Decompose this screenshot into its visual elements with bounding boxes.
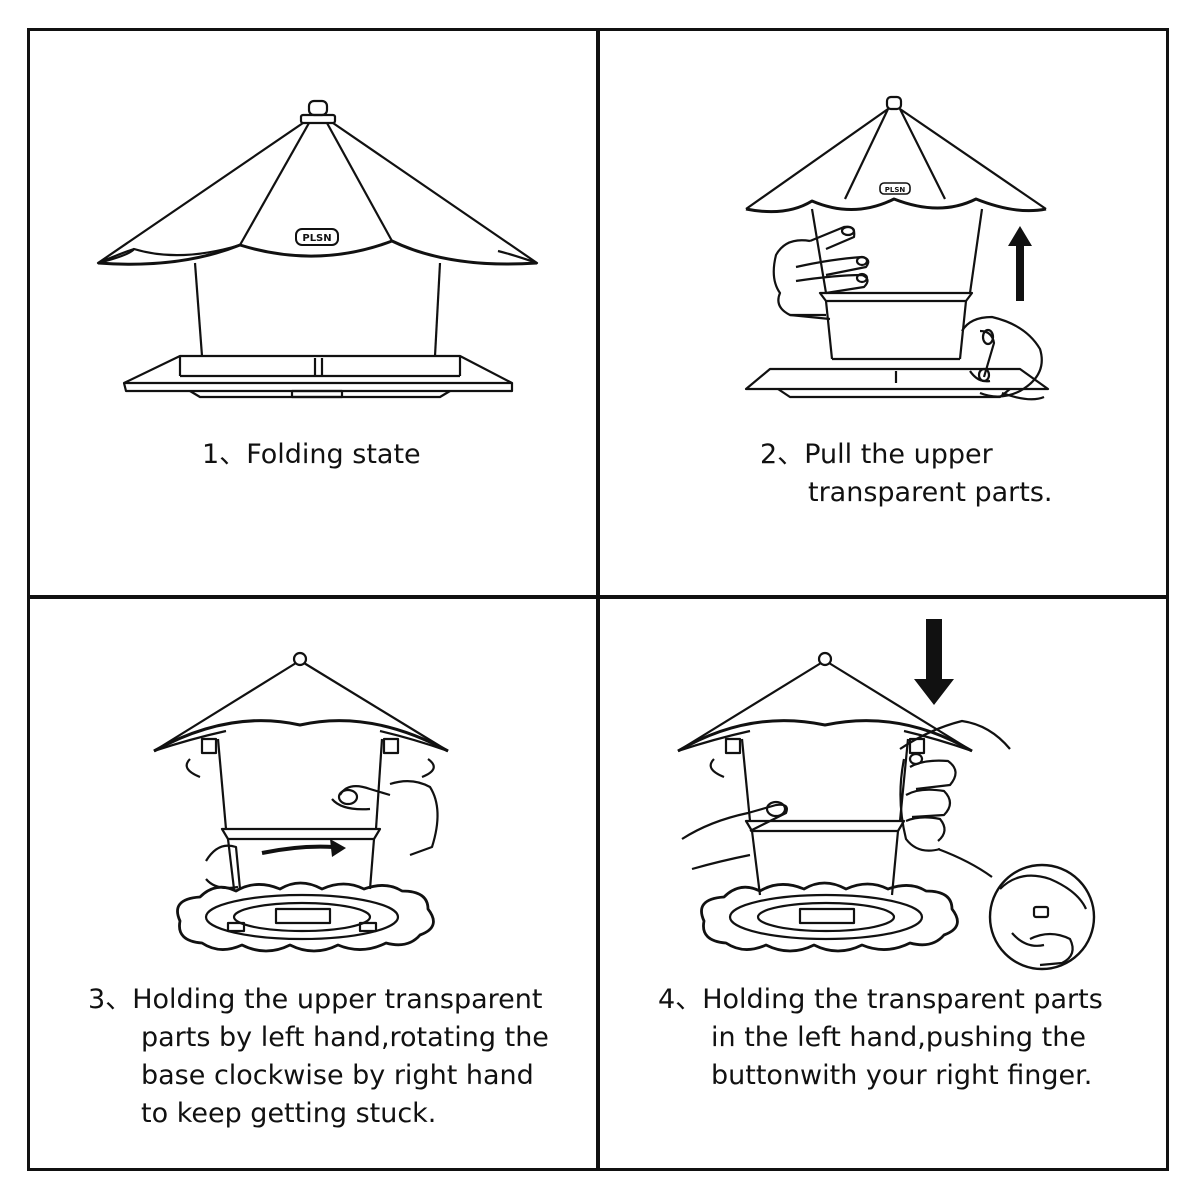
brand-badge: PLSN (885, 186, 906, 194)
caption-step-4: 4、Holding the transparent parts in the l… (658, 981, 1103, 1095)
caption-line: Holding the upper transparent (132, 984, 543, 1015)
panel-step-4: 4、Holding the transparent parts in the l… (600, 599, 1166, 1168)
caption-step-2: 2、Pull the upper transparent parts. (760, 436, 1053, 512)
caption-line: in the left hand,pushing the (711, 1022, 1086, 1053)
caption-line: parts by left hand,rotating the (141, 1022, 549, 1053)
step-number: 2、 (760, 439, 805, 470)
vertical-divider (596, 28, 600, 1171)
caption-line: transparent parts. (808, 477, 1053, 508)
feeder-pull-up-illustration: PLSN (744, 95, 1050, 401)
caption-line: Holding the transparent parts (702, 984, 1103, 1015)
step-number: 1、 (202, 439, 247, 470)
horizontal-divider (27, 595, 1169, 599)
step-number: 4、 (658, 984, 703, 1015)
caption-step-1: 1、Folding state (202, 436, 421, 474)
caption-line: base clockwise by right hand (141, 1060, 534, 1091)
feeder-folded-illustration: PLSN (96, 99, 539, 399)
feeder-rotate-base-illustration (153, 651, 449, 953)
panel-step-1: PLSN 1、Folding state (30, 31, 596, 595)
rotate-clockwise-arrow-icon (261, 844, 335, 855)
caption-step-3: 3、Holding the upper transparent parts by… (88, 981, 549, 1133)
panel-step-2: PLSN 2、Pull the upper transparent parts. (600, 31, 1166, 595)
caption-line: to keep getting stuck. (141, 1098, 437, 1129)
brand-badge: PLSN (302, 233, 331, 244)
caption-line: buttonwith your right finger. (711, 1060, 1093, 1091)
step-number: 3、 (88, 984, 133, 1015)
arrow-up-icon (1008, 226, 1032, 301)
panel-step-3: 3、Holding the upper transparent parts by… (30, 599, 596, 1168)
caption-line: Pull the upper (804, 439, 993, 470)
caption-line: Folding state (246, 439, 421, 470)
arrow-down-icon (914, 619, 954, 705)
feeder-push-button-illustration (677, 619, 1096, 971)
